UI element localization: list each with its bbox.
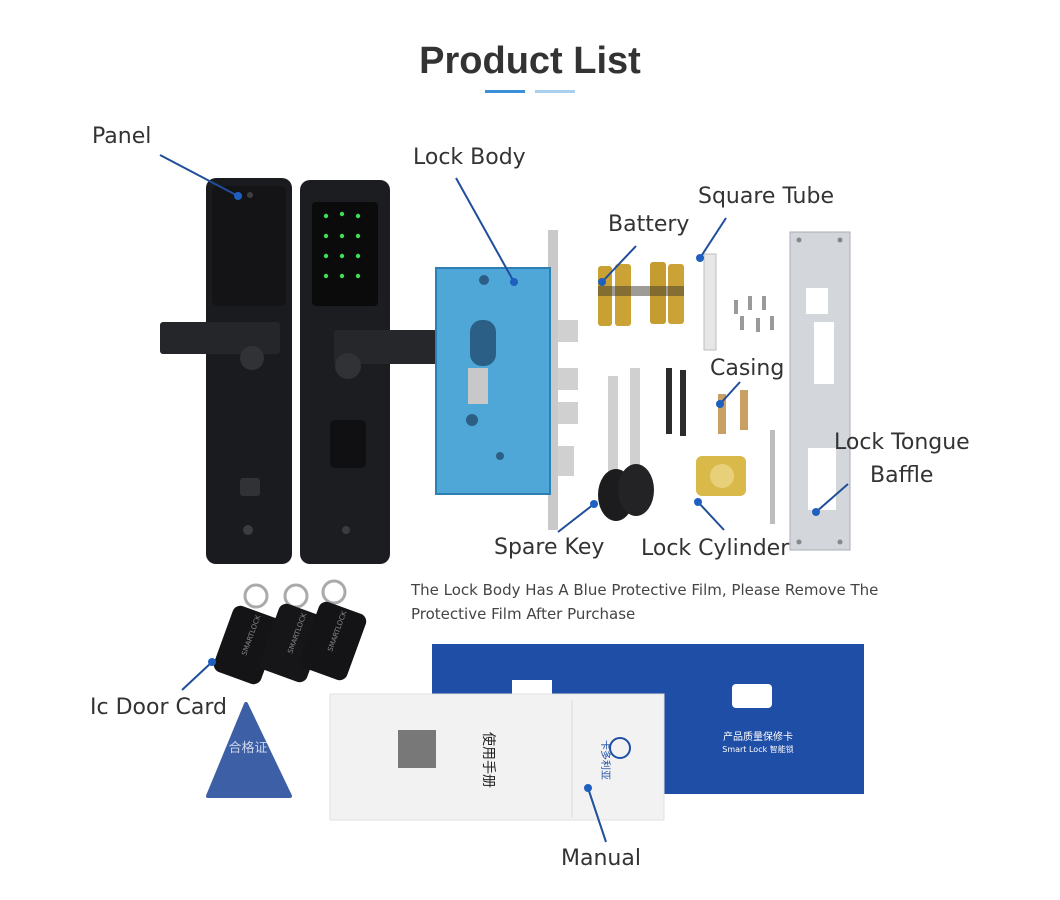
protective-film-note: The Lock Body Has A Blue Protective Film… xyxy=(411,578,881,626)
manual-title-text: 使用手册 xyxy=(480,732,497,788)
label-lock-cylinder: Lock Cylinder xyxy=(641,536,790,561)
certificate-image xyxy=(206,702,292,798)
note-line-2: Protective Film After Purchase xyxy=(411,605,636,623)
note-line-1: The Lock Body Has A Blue Protective Film… xyxy=(411,581,879,599)
manual-image xyxy=(329,693,665,821)
casing-image xyxy=(666,368,748,436)
label-lock-tongue: Lock Tongue xyxy=(834,430,970,455)
front-panel-image xyxy=(300,180,484,564)
screws-image xyxy=(734,296,774,332)
certificate-text: 合格证 xyxy=(228,740,267,756)
title-underline-left xyxy=(485,90,525,93)
spare-key-image xyxy=(598,368,654,521)
title-underline-right xyxy=(535,90,575,93)
square-tube-image xyxy=(703,253,717,351)
lock-tongue-baffle-image xyxy=(789,231,851,551)
lock-body-image xyxy=(435,230,578,530)
label-square-tube: Square Tube xyxy=(698,184,834,209)
manual-brand-text: 卡多利亚 xyxy=(599,740,612,780)
warranty-card-subtext: Smart Lock 智能锁 xyxy=(722,744,794,754)
page-title: Product List xyxy=(419,40,641,82)
label-manual: Manual xyxy=(561,846,641,871)
callout-lines xyxy=(159,154,849,843)
label-casing: Casing xyxy=(710,356,785,381)
panel-image xyxy=(160,178,292,564)
label-lock-body: Lock Body xyxy=(413,145,526,170)
label-spare-key: Spare Key xyxy=(494,535,605,560)
lock-cylinder-image xyxy=(696,430,775,524)
label-baffle: Baffle xyxy=(870,463,934,488)
label-battery: Battery xyxy=(608,212,690,237)
label-panel: Panel xyxy=(92,124,152,149)
ic-door-card-image xyxy=(213,579,367,685)
label-ic-door-card: Ic Door Card xyxy=(90,695,227,720)
warranty-card-text: 产品质量保修卡 xyxy=(723,730,793,743)
